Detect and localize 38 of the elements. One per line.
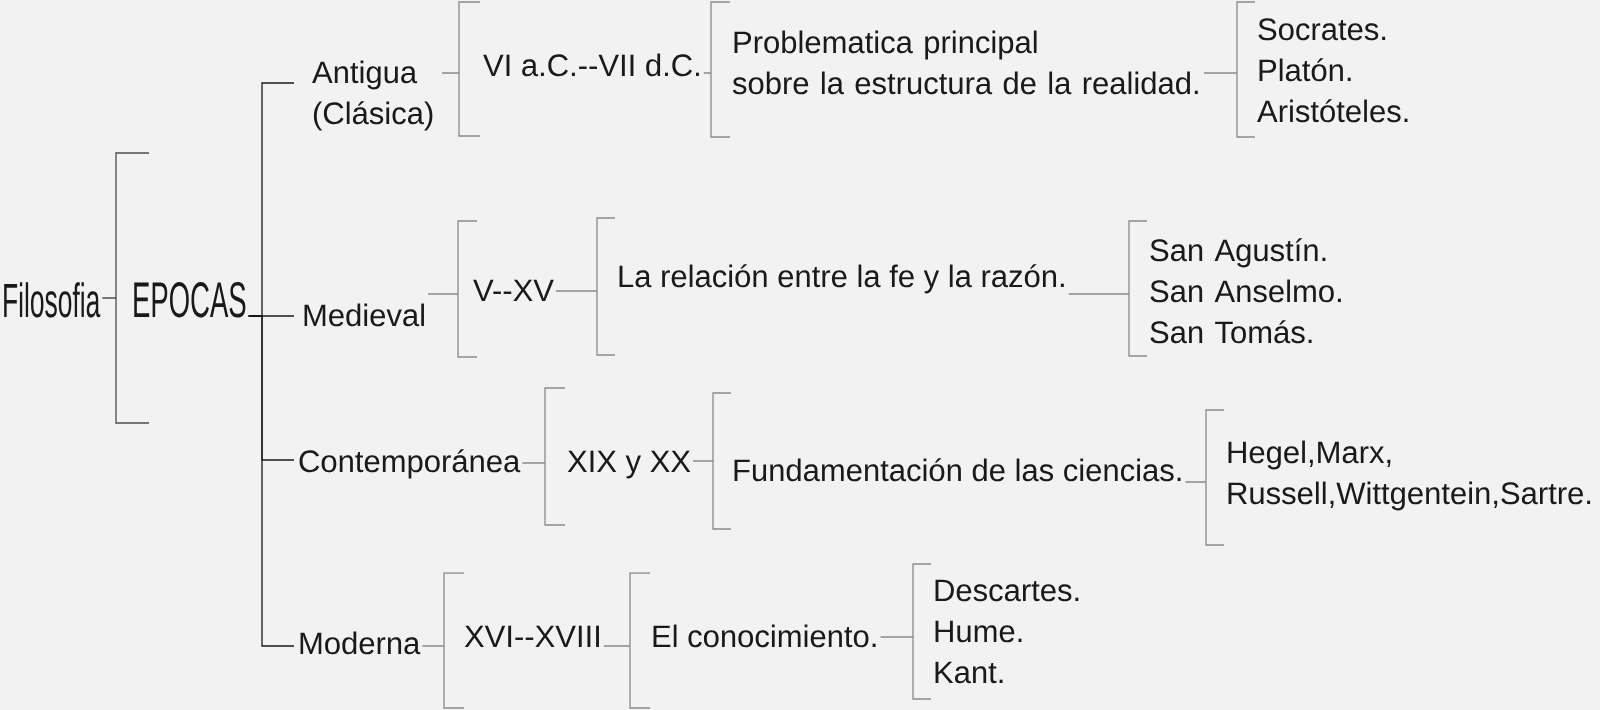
bracket bbox=[603, 572, 651, 709]
philosopher-name: Platón. bbox=[1259, 58, 1351, 82]
topic-text: El conocimiento. bbox=[653, 624, 876, 648]
bracket bbox=[101, 152, 150, 424]
philosopher-name: Kant. bbox=[935, 661, 1003, 684]
bracket bbox=[1068, 220, 1148, 357]
period-label: XIX y XX bbox=[567, 450, 691, 479]
bracket bbox=[521, 387, 566, 526]
era-label: Contemporánea bbox=[299, 449, 521, 479]
branch-line bbox=[248, 315, 295, 647]
philosopher-name: Socrates. bbox=[1258, 18, 1386, 41]
bracket bbox=[1184, 409, 1225, 546]
philosopher-name: Hume. bbox=[935, 620, 1022, 643]
topic-text: La relación entre la fe y la razón. bbox=[619, 264, 1064, 294]
category-label: EPOCAS bbox=[134, 282, 246, 318]
philosopher-name: San Anselmo. bbox=[1150, 279, 1341, 303]
bracket bbox=[441, 1, 481, 137]
bracket bbox=[1203, 1, 1256, 138]
root-label: Filosofia bbox=[4, 282, 101, 318]
bracket bbox=[879, 563, 932, 700]
period-label: XVI--XVIII bbox=[464, 625, 599, 647]
bracket bbox=[421, 572, 465, 709]
era-label: Antigua (Clásica) bbox=[312, 60, 433, 131]
philosopher-name: Descartes. bbox=[935, 579, 1079, 602]
topic-text: Fundamentación de las ciencias. bbox=[734, 458, 1181, 482]
bracket bbox=[555, 217, 616, 356]
period-label: V--XV bbox=[473, 279, 554, 301]
bracket bbox=[692, 392, 732, 530]
philosopher-names: Hegel,Marx, Russell,Wittgentein,Sartre. bbox=[1228, 440, 1591, 511]
topic-text: Problematica principal sobre la estructura de la realidad. bbox=[732, 30, 1198, 95]
bracket bbox=[427, 220, 478, 358]
bracket bbox=[703, 1, 731, 138]
era-label: Medieval bbox=[304, 303, 424, 327]
philosopher-name: San Agustín. bbox=[1150, 238, 1326, 268]
philosopher-name: San Tomás. bbox=[1150, 320, 1312, 344]
period-label: VI a.C.--VII d.C. bbox=[483, 53, 699, 77]
era-label: Moderna bbox=[300, 631, 421, 655]
philosopher-name: Aristóteles. bbox=[1257, 99, 1408, 123]
